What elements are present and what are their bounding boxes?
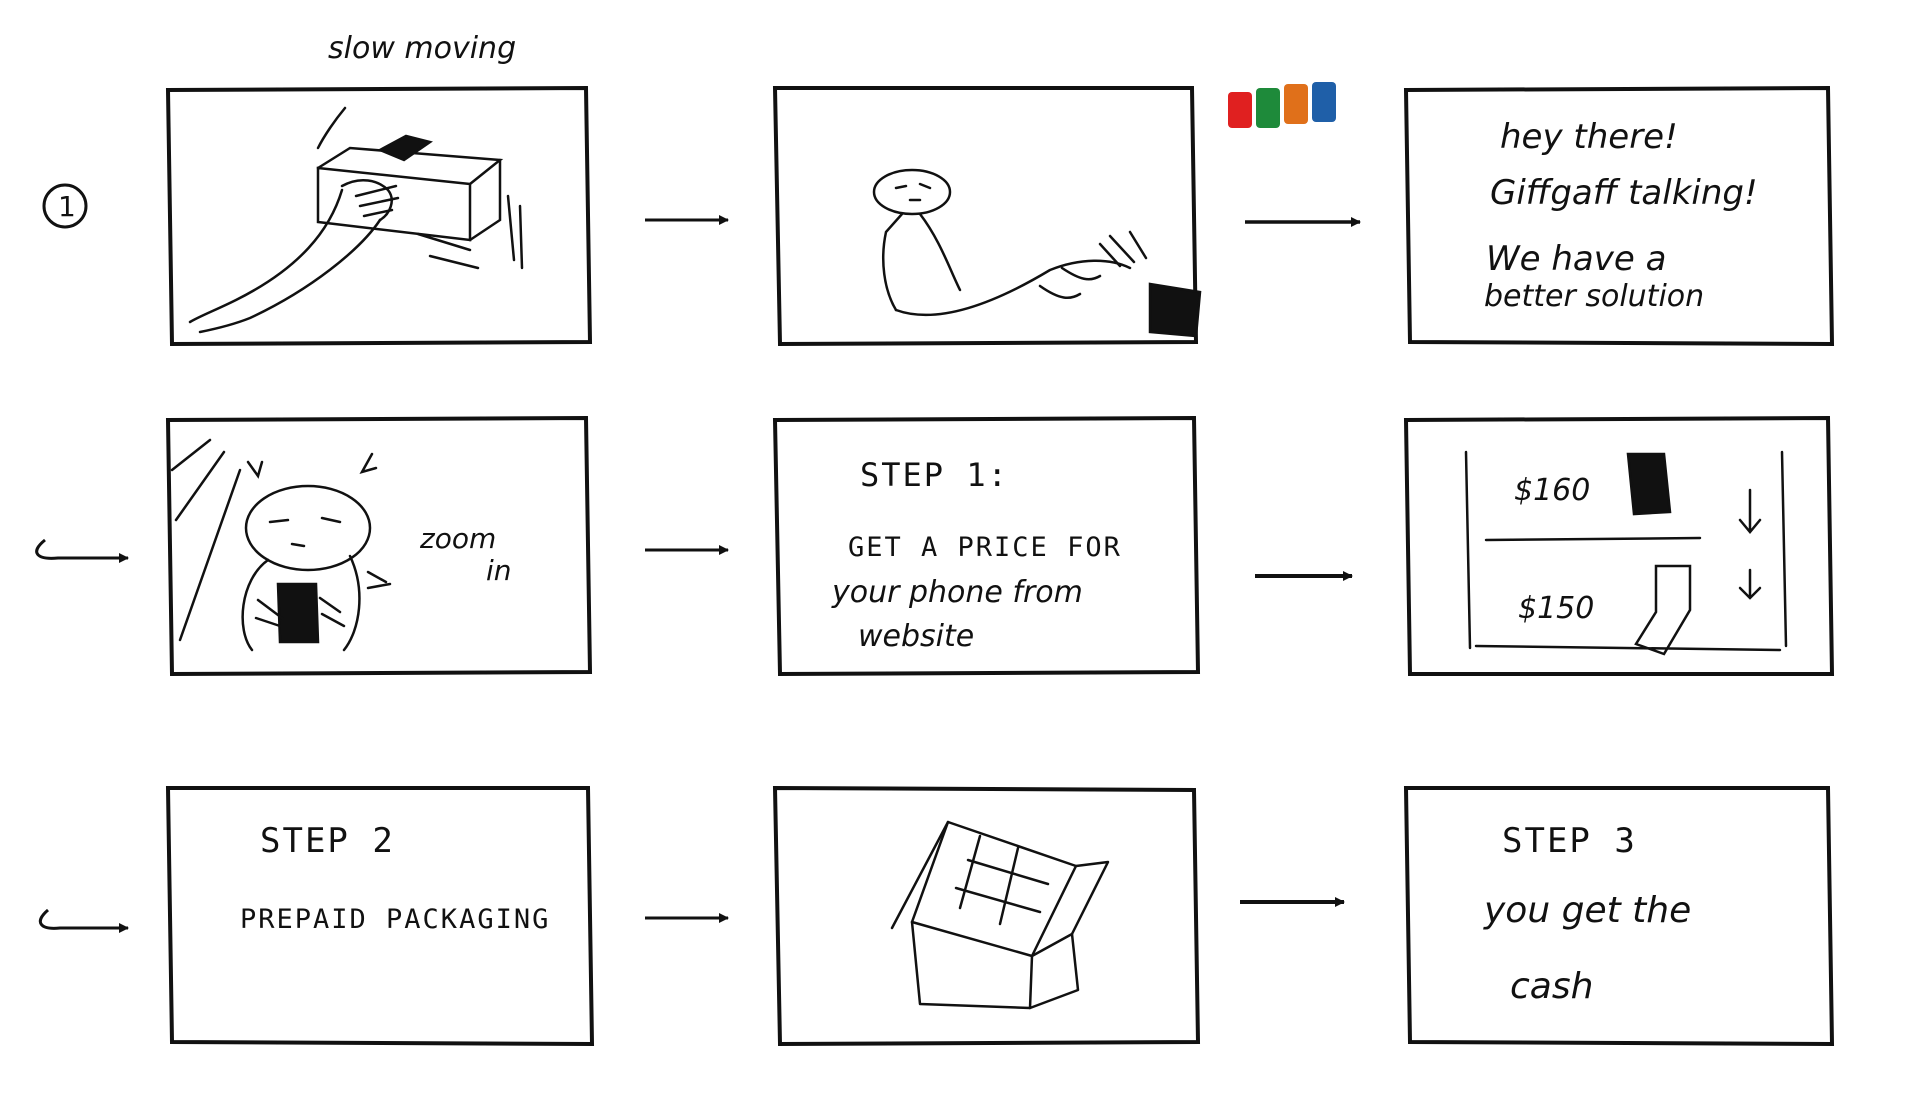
panel-6-price-1: $160: [1514, 473, 1590, 508]
panel-5-line-1: GET A PRICE FOR: [848, 532, 1122, 563]
panel-7-line-1: PREPAID PACKAGING: [240, 904, 550, 935]
panel-3-line-3: We have a: [1486, 239, 1666, 279]
panel-5-heading: STEP 1:: [860, 456, 1009, 494]
panel-6-price-2: $150: [1518, 591, 1594, 626]
panel-4-note-b: in: [486, 554, 512, 587]
panel-1-sketch-hand-phone: [190, 108, 522, 332]
row-marker: 1: [44, 185, 86, 227]
box-icon: [892, 822, 1108, 1008]
panel-3-line-2: Giffgaff talking!: [1490, 173, 1758, 213]
svg-text:1: 1: [58, 190, 76, 223]
return-arrow-row-2: [37, 540, 129, 563]
panel-6: $160 $150: [1406, 418, 1832, 674]
panel-9: STEP 3 you get the cash: [1406, 788, 1832, 1044]
panel-4-note-a: zoom: [419, 522, 496, 555]
panel-7: STEP 2 PREPAID PACKAGING: [168, 788, 592, 1044]
brand-logo: [1228, 82, 1336, 128]
panel-5: STEP 1: GET A PRICE FOR your phone from …: [775, 418, 1198, 674]
panel-9-heading: STEP 3: [1502, 821, 1637, 861]
panel-8: [775, 788, 1198, 1044]
panel-5-line-2: your phone from: [831, 575, 1083, 610]
panel-3: hey there! Giffgaff talking! We have a b…: [1406, 88, 1832, 344]
panel-9-line-1: you get the: [1483, 890, 1691, 931]
panel-2-sketch-person-bin: [874, 170, 1200, 336]
panel-4-sketch-zoom-face: [172, 440, 390, 650]
panel-7-heading: STEP 2: [260, 821, 395, 861]
panel-3-line-1: hey there!: [1500, 117, 1678, 157]
panel-4: zoom in: [168, 418, 590, 674]
panel-1: [168, 88, 590, 344]
panel-9-line-2: cash: [1510, 966, 1593, 1007]
panel-6-sketch-price-list: [1466, 452, 1786, 654]
top-note: slow moving: [328, 31, 516, 66]
return-arrow-row-3: [40, 910, 129, 933]
panel-3-line-4: better solution: [1484, 279, 1704, 314]
panel-5-line-3: website: [858, 619, 974, 654]
panel-2: [775, 88, 1200, 344]
